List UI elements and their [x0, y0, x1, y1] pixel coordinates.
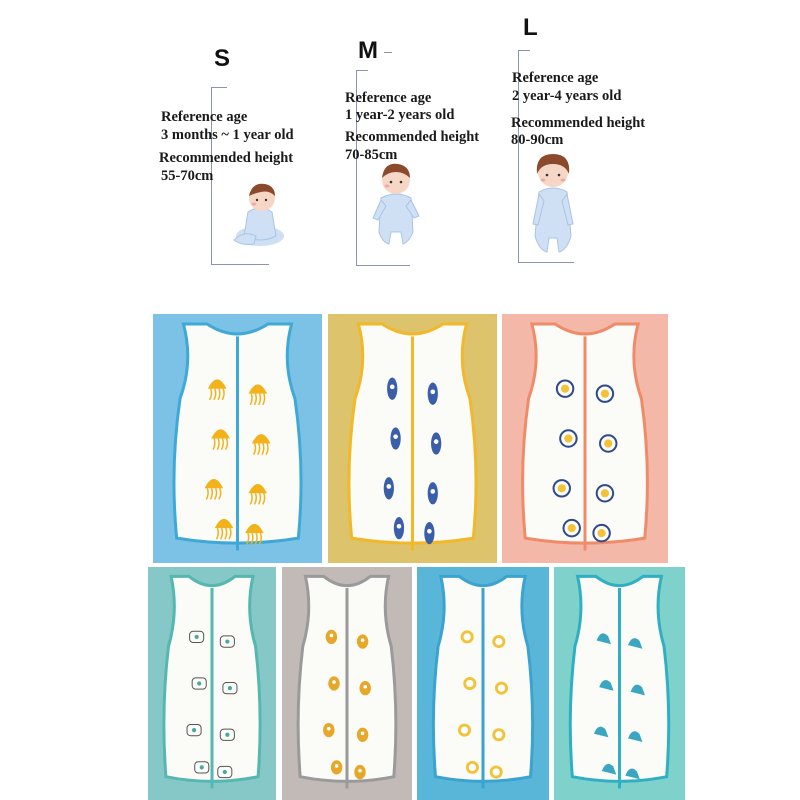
print-motif: [457, 723, 472, 737]
print-motif: [463, 676, 477, 691]
print-motif: [387, 377, 398, 400]
print-motif: [191, 677, 207, 690]
panel-0: [153, 314, 322, 563]
print-motif: [383, 477, 394, 500]
print-motif: [601, 763, 617, 775]
print-motif: [356, 634, 369, 649]
ocean-print-sleep-sack: [172, 322, 303, 551]
print-motif: [562, 518, 581, 538]
infant-sitting-illustration: [233, 183, 284, 246]
print-motif: [592, 523, 611, 543]
print-motif: [217, 765, 233, 779]
print-motif: [211, 429, 230, 451]
print-motif: [325, 629, 338, 645]
space-print-sleep-sack: [347, 322, 478, 551]
size-m-bracket: [356, 70, 357, 266]
size-l-height-label: Recommended height: [511, 115, 646, 131]
print-motif: [599, 680, 614, 691]
print-motif: [359, 681, 371, 696]
print-motif: [630, 684, 646, 696]
print-motif: [245, 523, 264, 545]
print-motif: [189, 630, 205, 644]
print-motif: [431, 432, 442, 455]
print-motif: [356, 727, 369, 742]
print-motif: [204, 479, 224, 500]
size-m-height-label: Recommended height: [345, 129, 480, 145]
size-s-letter: S: [214, 45, 231, 72]
panel-3: [148, 567, 276, 800]
print-motif: [596, 633, 611, 645]
print-motif: [251, 434, 271, 455]
panel-5: [417, 567, 549, 800]
lion-print-sleep-sack: [431, 574, 535, 789]
print-motif: [323, 722, 335, 738]
print-motif: [489, 765, 503, 779]
dinosaur-print-sleep-sack: [568, 574, 671, 789]
monster-print-sleep-sack: [296, 574, 398, 789]
print-motif: [219, 635, 235, 648]
print-motif: [186, 723, 202, 737]
print-motif: [424, 521, 435, 545]
size-s-height-value: 55-70cm: [161, 168, 214, 184]
print-motif: [628, 731, 643, 742]
print-motif: [328, 676, 340, 691]
size-m-age-label: Reference age: [345, 90, 432, 106]
print-motif: [555, 379, 575, 398]
print-motif: [390, 427, 401, 450]
print-motif: [625, 768, 640, 780]
print-motif: [593, 726, 609, 738]
print-motif: [222, 682, 238, 695]
panel-2: [502, 314, 668, 563]
print-motif: [427, 382, 438, 405]
print-motif: [552, 479, 571, 498]
print-motif: [595, 384, 615, 403]
panel-1: [328, 314, 497, 563]
bear-print-sleep-sack: [162, 574, 262, 789]
print-motif: [248, 483, 268, 505]
print-motif: [595, 484, 615, 503]
print-motif: [465, 760, 479, 774]
print-motif: [219, 728, 235, 741]
print-motif: [207, 379, 227, 401]
print-motif: [599, 434, 618, 453]
size-s-bracket: [211, 87, 212, 265]
print-motif: [492, 728, 506, 742]
size-s-age-value: 3 months ~ 1 year old: [161, 127, 294, 143]
child-standing-illustration: [532, 154, 574, 253]
print-motif: [248, 384, 268, 406]
size-s-height-label: Recommended height: [159, 150, 294, 166]
panel-6: [554, 567, 685, 800]
print-motif: [559, 429, 578, 448]
print-motif: [393, 516, 405, 540]
panel-4: [282, 567, 412, 800]
print-motif: [492, 635, 506, 649]
print-motif: [330, 760, 343, 775]
print-motif: [628, 638, 643, 649]
size-m-age-value: 1 year-2 years old: [345, 107, 455, 123]
size-m-letter: M: [358, 37, 378, 64]
print-motif: [194, 761, 210, 774]
print-motif: [427, 482, 438, 505]
size-l-bracket: [518, 50, 519, 263]
size-s-age-label: Reference age: [161, 109, 248, 125]
astronaut-print-sleep-sack: [521, 322, 649, 551]
print-motif: [214, 518, 234, 540]
print-motif: [460, 630, 474, 644]
size-l-height-value: 80-90cm: [511, 132, 564, 148]
toddler-standing-illustration: [372, 163, 420, 245]
size-l-age-value: 2 year-4 years old: [512, 88, 622, 104]
print-motif: [354, 764, 366, 780]
size-m-height-value: 70-85cm: [345, 147, 398, 163]
size-l-age-label: Reference age: [512, 70, 599, 86]
size-l-letter: L: [523, 14, 538, 41]
print-motif: [494, 681, 509, 695]
